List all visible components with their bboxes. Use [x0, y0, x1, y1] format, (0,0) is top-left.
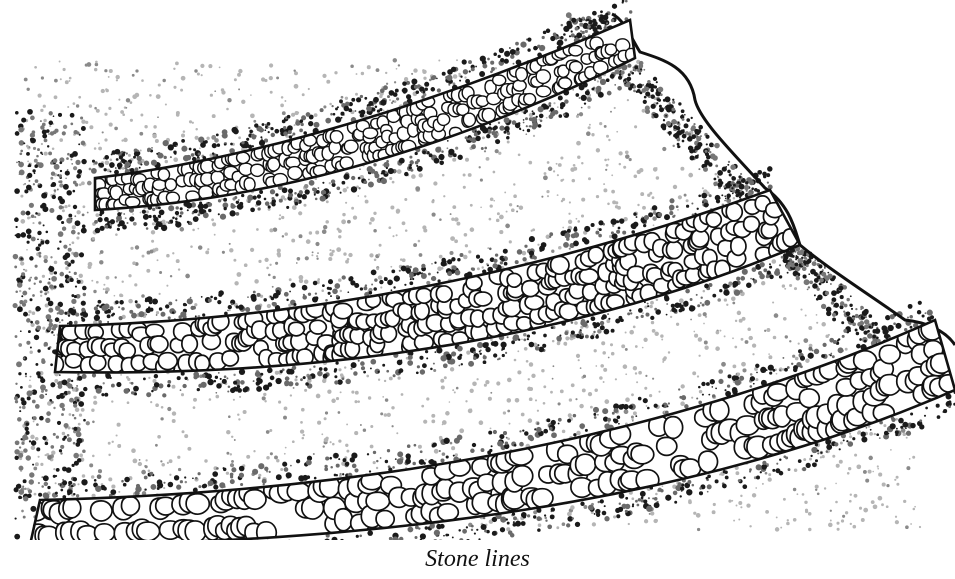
cobble-stone [137, 522, 160, 540]
cobble-stone [522, 281, 539, 297]
cobble-stone [744, 216, 760, 232]
cobble-stone [664, 417, 683, 439]
cobble-stone [799, 389, 819, 408]
cobble-stone [65, 354, 82, 368]
cobble-stone [699, 451, 718, 472]
cobble-stone [570, 61, 583, 72]
cobble-stone [158, 353, 177, 370]
cobble-stone [536, 70, 550, 84]
cobble-stone [186, 494, 209, 514]
cobble-stone [335, 509, 353, 531]
cobble-stone [559, 78, 572, 89]
cobble-stone [222, 351, 238, 366]
cobble-stone [344, 140, 358, 153]
cobble-stone [536, 86, 550, 97]
cobble-stone [437, 114, 449, 126]
cobble-stone [289, 322, 305, 336]
cobble-stone [165, 179, 176, 191]
cobble-stone [516, 68, 528, 81]
cobble-stone [398, 303, 413, 319]
cobble-stone [731, 237, 746, 255]
cobble-stone [310, 320, 327, 334]
cobble-stone [416, 288, 432, 303]
cobble-stone [569, 45, 583, 55]
stone-lines-illustration [0, 0, 955, 540]
cobble-stone [512, 466, 532, 487]
cobble-stone [706, 212, 721, 227]
cobble-stone [288, 167, 302, 180]
cobble-stone [657, 437, 677, 455]
cobble-stone [91, 501, 112, 521]
cobble-stone [185, 521, 206, 540]
cobble-stone [376, 511, 394, 528]
cobble-stone [90, 355, 106, 371]
cobble-stone [438, 504, 459, 521]
cobble-stone [605, 44, 616, 55]
cobble-stone [182, 335, 197, 353]
cobble-stone [119, 343, 135, 359]
middle-stone-line [48, 190, 800, 375]
cobble-stone [436, 286, 452, 302]
cobble-stone [244, 490, 266, 509]
cobble-stone [631, 445, 654, 464]
cobble-stone [366, 492, 389, 510]
cobble-stone [150, 336, 168, 353]
cobble-stone [513, 80, 526, 91]
figure-caption: Stone lines [0, 540, 955, 579]
cobble-stone [507, 273, 521, 287]
cobble-stone [666, 241, 682, 258]
cobble-stone [95, 524, 115, 540]
cobble-stone [268, 158, 280, 171]
cobble-stone [121, 497, 139, 516]
cobble-stone [463, 113, 475, 126]
cobble-stone [588, 247, 603, 263]
cobble-stone [576, 454, 596, 475]
cobble-stone [251, 164, 265, 176]
cobble-stone [63, 498, 81, 518]
cobble-stone [474, 292, 492, 306]
cobble-stone [559, 304, 578, 320]
cobble-stone [330, 131, 343, 143]
